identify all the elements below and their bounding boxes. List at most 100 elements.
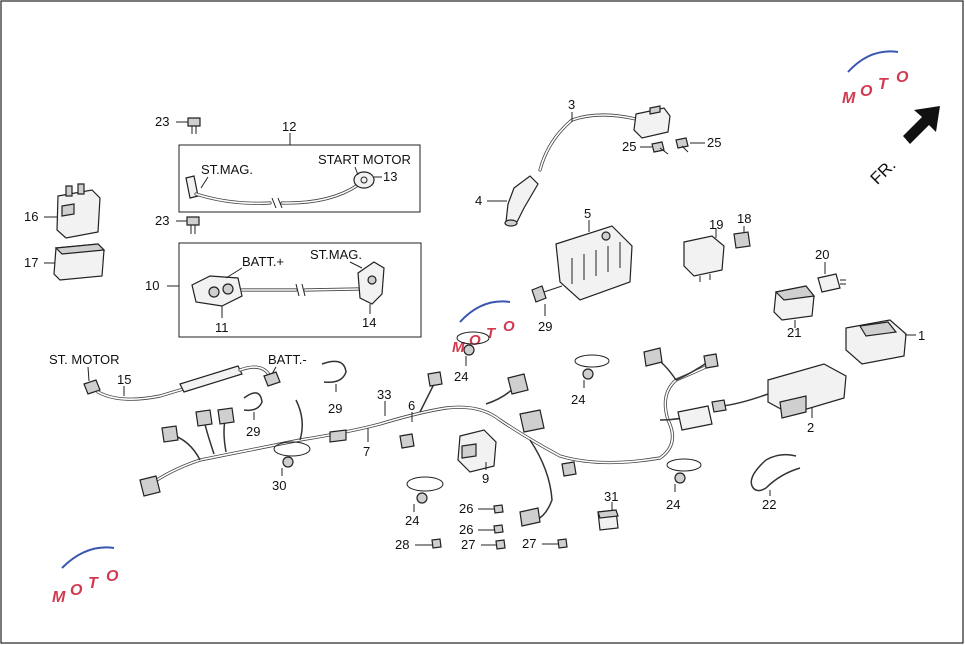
callout-10: 10 [145, 278, 159, 293]
callout-1: 1 [918, 328, 925, 343]
watermark-bottom-left: M O T O [52, 546, 119, 606]
relay-cover-17 [53, 243, 106, 281]
starter-cable-12 [185, 171, 375, 209]
svg-text:O: O [503, 318, 515, 335]
callout-24-c: 24 [405, 513, 419, 528]
callout-19: 19 [709, 217, 723, 232]
clamp-24-b [574, 354, 610, 380]
callout-26-bottom: 26 [459, 522, 473, 537]
connector-18 [733, 231, 751, 249]
callout-12: 12 [282, 119, 296, 134]
bolt-29-regulator [531, 285, 563, 303]
callout-4: 4 [475, 193, 482, 208]
wire-harness-7 [139, 347, 719, 527]
watermark-middle: M O T O [452, 300, 515, 356]
callout-22: 22 [762, 497, 776, 512]
starter-relay-16 [56, 183, 101, 239]
callout-17: 17 [24, 255, 38, 270]
callout-21: 21 [787, 325, 801, 340]
starter-motor-cable-15 [83, 365, 281, 401]
front-direction-arrow-icon [903, 106, 940, 144]
callout-2: 2 [807, 420, 814, 435]
ecu-2 [711, 363, 847, 419]
svg-text:T: T [878, 76, 889, 93]
front-label: FR. [867, 155, 900, 188]
svg-text:O: O [70, 582, 83, 599]
bolt-23-top [187, 117, 201, 134]
callout-11: 11 [215, 320, 229, 335]
callout-30: 30 [272, 478, 286, 493]
callout-7: 7 [363, 444, 370, 459]
callout-3: 3 [568, 97, 575, 112]
callout-13: 13 [383, 169, 397, 184]
callout-29-regulator: 29 [538, 319, 552, 334]
connector-31 [597, 509, 619, 531]
fastener-26-top [493, 504, 504, 514]
relay-19 [683, 235, 725, 282]
label-batt-minus: BATT.- [268, 352, 307, 367]
bolt-25-right [675, 137, 689, 153]
connector-20 [817, 273, 846, 293]
label-st-mag-bottom: ST.MAG. [310, 247, 362, 262]
callout-18: 18 [737, 211, 751, 226]
fastener-28 [431, 538, 442, 549]
bolt-23-bottom [186, 216, 200, 234]
callout-14: 14 [362, 315, 376, 330]
callout-29-left: 29 [246, 424, 260, 439]
callout-23-top: 23 [155, 114, 169, 129]
regulator-rectifier-5 [555, 225, 633, 301]
svg-text:M: M [842, 90, 856, 107]
callout-9: 9 [482, 471, 489, 486]
callout-16: 16 [24, 209, 38, 224]
svg-text:O: O [469, 332, 481, 349]
callout-31: 31 [604, 489, 618, 504]
watermark-top-right: M O T O [842, 50, 909, 107]
callout-23-bottom: 23 [155, 213, 169, 228]
fastener-26-bottom [493, 524, 504, 534]
callout-27-right: 27 [522, 536, 536, 551]
battery-cable-10 [191, 261, 385, 307]
label-st-mag-top: ST.MAG. [201, 162, 253, 177]
svg-text:T: T [486, 325, 497, 342]
callout-24-a: 24 [454, 369, 468, 384]
clamp-24-a [456, 331, 490, 356]
callout-20: 20 [815, 247, 829, 262]
ecu-cover-1 [845, 319, 907, 365]
spark-plug-cap-4 [504, 175, 539, 227]
clamp-24-c [406, 476, 444, 504]
clip-29-left [243, 392, 263, 412]
callout-26-top: 26 [459, 501, 473, 516]
callout-27-left: 27 [461, 537, 475, 552]
component-9 [457, 429, 497, 473]
cable-tie-22 [750, 453, 801, 492]
label-st-motor: ST. MOTOR [49, 352, 120, 367]
callout-25-right: 25 [707, 135, 721, 150]
ignition-coil-3 [538, 105, 671, 172]
callout-24-b: 24 [571, 392, 585, 407]
socket-21 [773, 285, 816, 321]
svg-text:O: O [896, 69, 909, 86]
fastener-27-left [495, 539, 506, 550]
svg-text:M: M [452, 339, 465, 356]
box-part-10 [178, 242, 422, 338]
svg-text:O: O [860, 83, 873, 100]
callout-25-left: 25 [622, 139, 636, 154]
callout-5: 5 [584, 206, 591, 221]
callout-6: 6 [408, 398, 415, 413]
bolt-25-left [651, 141, 669, 155]
label-batt-plus: BATT.+ [242, 254, 284, 269]
svg-text:M: M [52, 589, 66, 606]
clamp-24-d [666, 458, 702, 484]
clamp-30 [273, 441, 311, 468]
callout-24-d: 24 [666, 497, 680, 512]
fastener-27-right [557, 538, 568, 549]
callout-28: 28 [395, 537, 409, 552]
svg-text:O: O [106, 568, 119, 585]
clip-29-middle [321, 360, 347, 384]
callout-15: 15 [117, 372, 131, 387]
label-start-motor: START MOTOR [318, 152, 411, 167]
box-part-12 [178, 144, 421, 213]
